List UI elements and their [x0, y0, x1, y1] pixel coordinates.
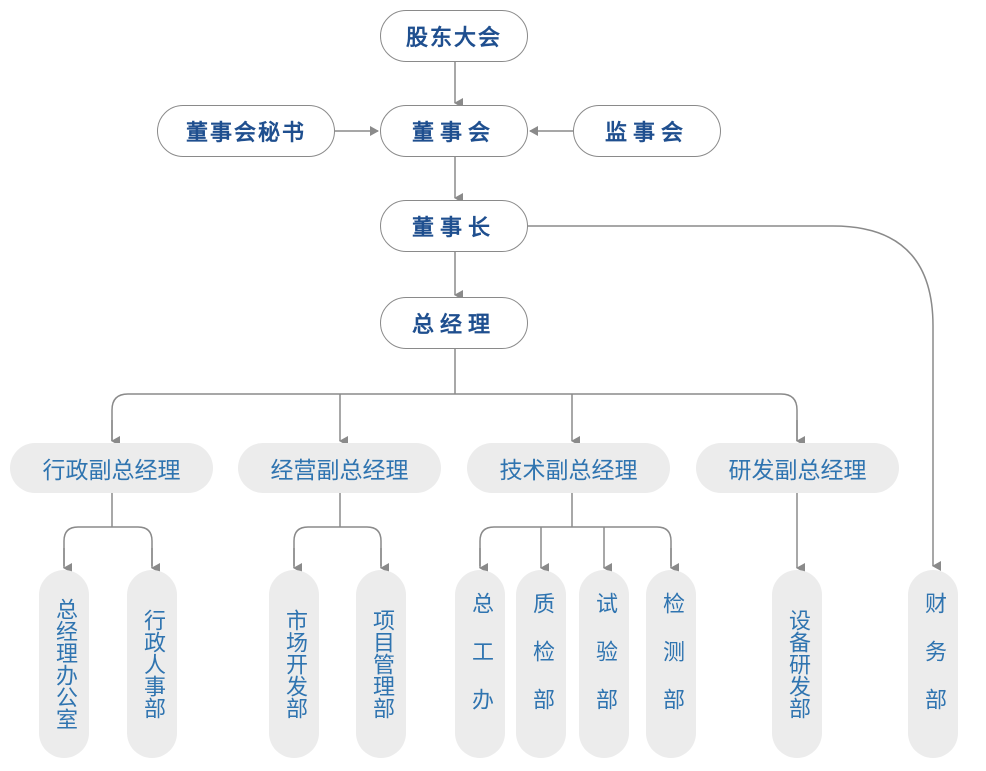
- node-shareholders-meeting: 股东大会: [380, 10, 528, 62]
- node-gm-office: 总经理办公室: [39, 570, 89, 758]
- node-label: 董事会秘书: [185, 121, 306, 146]
- node-detection-dept: 检测部: [646, 570, 696, 758]
- node-label: 财务部: [921, 592, 946, 736]
- node-quality-inspection-dept: 质检部: [516, 570, 566, 758]
- node-label: 股东大会: [405, 26, 502, 51]
- node-chairman: 董事长: [380, 200, 528, 252]
- deputy-bus: [111, 393, 798, 441]
- node-label: 行政人事部: [140, 609, 165, 719]
- node-admin-deputy-gm: 行政副总经理: [10, 443, 213, 493]
- node-label: 检测部: [659, 592, 684, 736]
- node-business-deputy-gm: 经营副总经理: [238, 443, 441, 493]
- node-label: 董事长: [411, 216, 496, 241]
- node-label: 项目管理部: [369, 609, 394, 719]
- node-board-of-directors: 董事会: [380, 105, 528, 157]
- node-label: 董事会: [411, 121, 496, 146]
- node-board-secretary: 董事会秘书: [157, 105, 335, 157]
- node-equipment-rd-dept: 设备研发部: [772, 570, 822, 758]
- node-label: 行政副总经理: [42, 458, 181, 484]
- node-label: 研发副总经理: [728, 458, 867, 484]
- node-admin-hr-dept: 行政人事部: [127, 570, 177, 758]
- node-testing-dept: 试验部: [579, 570, 629, 758]
- node-chief-engineer-office: 总工办: [455, 570, 505, 758]
- node-finance-dept: 财务部: [908, 570, 958, 758]
- node-label: 总工办: [468, 592, 493, 736]
- node-board-of-supervisors: 监事会: [573, 105, 721, 157]
- node-label: 总经理办公室: [52, 598, 77, 730]
- node-label: 质检部: [529, 592, 554, 736]
- node-label: 经营副总经理: [270, 458, 409, 484]
- node-market-dev-dept: 市场开发部: [269, 570, 319, 758]
- node-label: 市场开发部: [282, 609, 307, 719]
- node-label: 监事会: [604, 121, 689, 146]
- node-general-manager: 总经理: [380, 297, 528, 349]
- node-rd-deputy-gm: 研发副总经理: [696, 443, 899, 493]
- edge-chairman-finance: [528, 225, 941, 571]
- node-label: 试验部: [592, 592, 617, 736]
- node-label: 设备研发部: [785, 609, 810, 719]
- node-label: 总经理: [411, 313, 496, 338]
- node-tech-deputy-gm: 技术副总经理: [467, 443, 670, 493]
- node-label: 技术副总经理: [499, 458, 638, 484]
- node-project-mgmt-dept: 项目管理部: [356, 570, 406, 758]
